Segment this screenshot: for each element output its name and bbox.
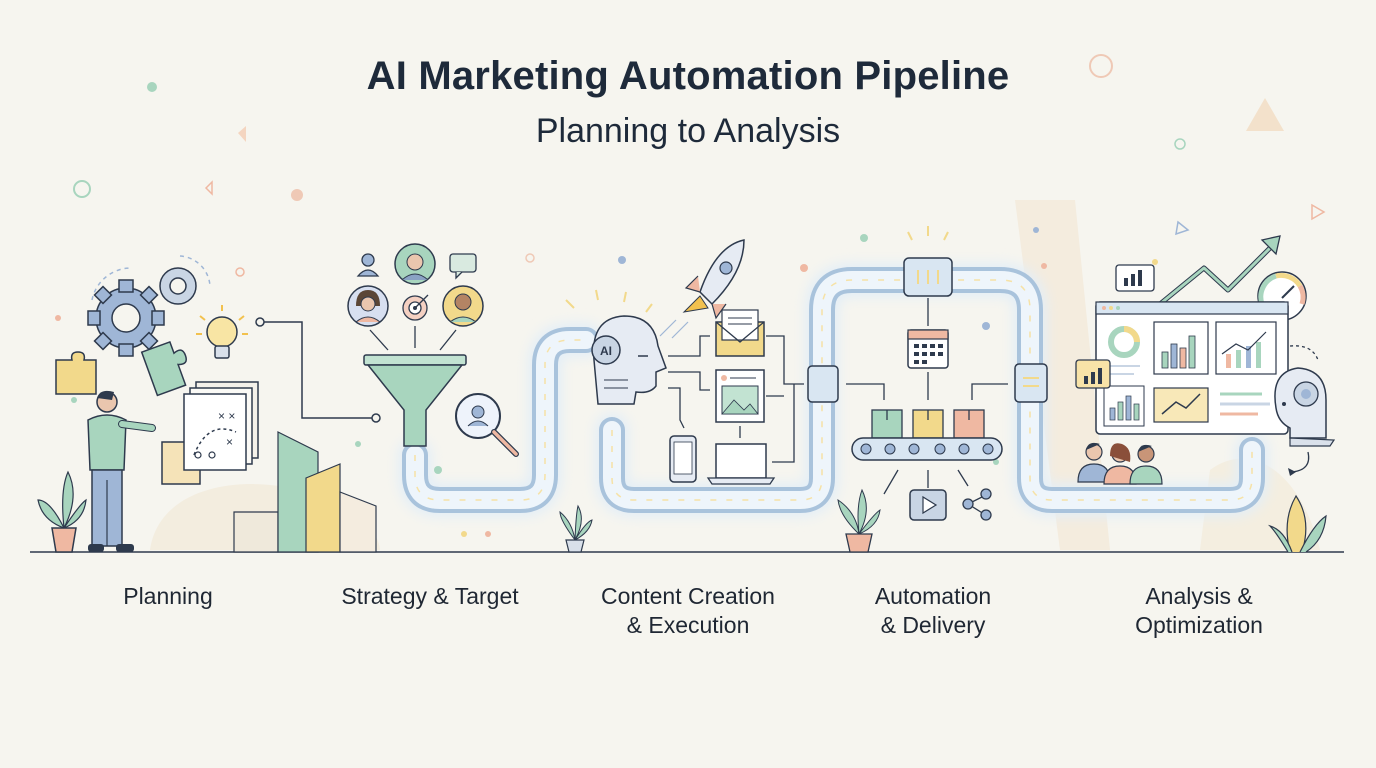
growth-bars xyxy=(233,431,377,553)
stage-label-line: Strategy & Target xyxy=(341,583,519,609)
decorative-confetti xyxy=(55,54,1326,537)
ai-robot-head-icon: AI xyxy=(591,315,667,405)
stage-label-line: Content Creation xyxy=(601,583,775,609)
plant-icon xyxy=(559,504,593,553)
strategy-document-icon: × × × xyxy=(161,381,259,485)
lightbulb-icon xyxy=(196,305,248,359)
page-subtitle: Planning to Analysis xyxy=(535,112,841,150)
laptop-icon xyxy=(706,443,776,485)
puzzle-icon xyxy=(55,351,97,395)
chat-icon xyxy=(449,253,477,280)
rocket-icon xyxy=(659,239,745,339)
share-icon xyxy=(962,488,992,521)
puzzle-icon xyxy=(140,340,187,397)
package-icon xyxy=(912,409,944,439)
stage-label-content: Content Creation & Execution xyxy=(558,582,818,640)
funnel-icon xyxy=(363,354,467,447)
svg-text:× ×: × × xyxy=(218,409,235,423)
avatar xyxy=(442,285,484,327)
automation-illustration xyxy=(837,226,1008,553)
side-chart-card xyxy=(1075,359,1111,389)
stage-label-strategy: Strategy & Target xyxy=(300,582,560,611)
plant-icon xyxy=(837,488,881,553)
page-title: AI Marketing Automation Pipeline xyxy=(366,54,1010,98)
ai-badge: AI xyxy=(600,344,612,358)
gear-icon xyxy=(87,279,165,357)
stage-label-line: & Execution xyxy=(626,612,750,638)
stage-label-line: & Delivery xyxy=(880,612,986,638)
content-creation-illustration: AI xyxy=(565,239,804,485)
email-icon xyxy=(715,309,765,357)
search-user-icon xyxy=(455,393,519,457)
mini-chart-icon xyxy=(1115,264,1155,292)
team-people xyxy=(1077,442,1163,485)
user-icon xyxy=(356,253,380,277)
stage-label-automation: Automation & Delivery xyxy=(803,582,1063,640)
stage-label-line: Optimization xyxy=(1135,612,1263,638)
video-play-icon xyxy=(909,489,947,521)
stage-label-line: Automation xyxy=(874,583,992,609)
calendar-icon xyxy=(907,329,949,369)
gear-icon xyxy=(159,267,197,305)
plant-icon xyxy=(1267,494,1327,553)
target-icon xyxy=(402,294,429,321)
package-icon xyxy=(871,409,903,439)
conveyor-belt xyxy=(851,437,1003,461)
pipe-valve xyxy=(807,365,839,403)
strategy-illustration xyxy=(347,243,593,553)
pipe-valve xyxy=(1014,363,1048,403)
ai-assistant-icon xyxy=(1274,367,1336,447)
analysis-illustration xyxy=(1075,235,1336,553)
avatar xyxy=(347,285,389,327)
avatar xyxy=(394,243,436,285)
pipeline-tube xyxy=(398,257,1269,517)
stage-label-planning: Planning xyxy=(38,582,298,611)
planner-person xyxy=(87,390,156,552)
planning-illustration: × × × xyxy=(37,255,381,553)
stage-label-line: Planning xyxy=(123,583,213,609)
plant-icon xyxy=(37,470,87,553)
mobile-phone-icon xyxy=(669,435,697,483)
social-post-icon xyxy=(715,369,765,423)
stage-label-analysis: Analysis & Optimization xyxy=(1069,582,1329,640)
analytics-dashboard xyxy=(1095,301,1289,435)
package-icon xyxy=(953,409,985,439)
stage-label-line: Analysis & xyxy=(1145,583,1253,609)
svg-text:×: × xyxy=(226,435,233,449)
